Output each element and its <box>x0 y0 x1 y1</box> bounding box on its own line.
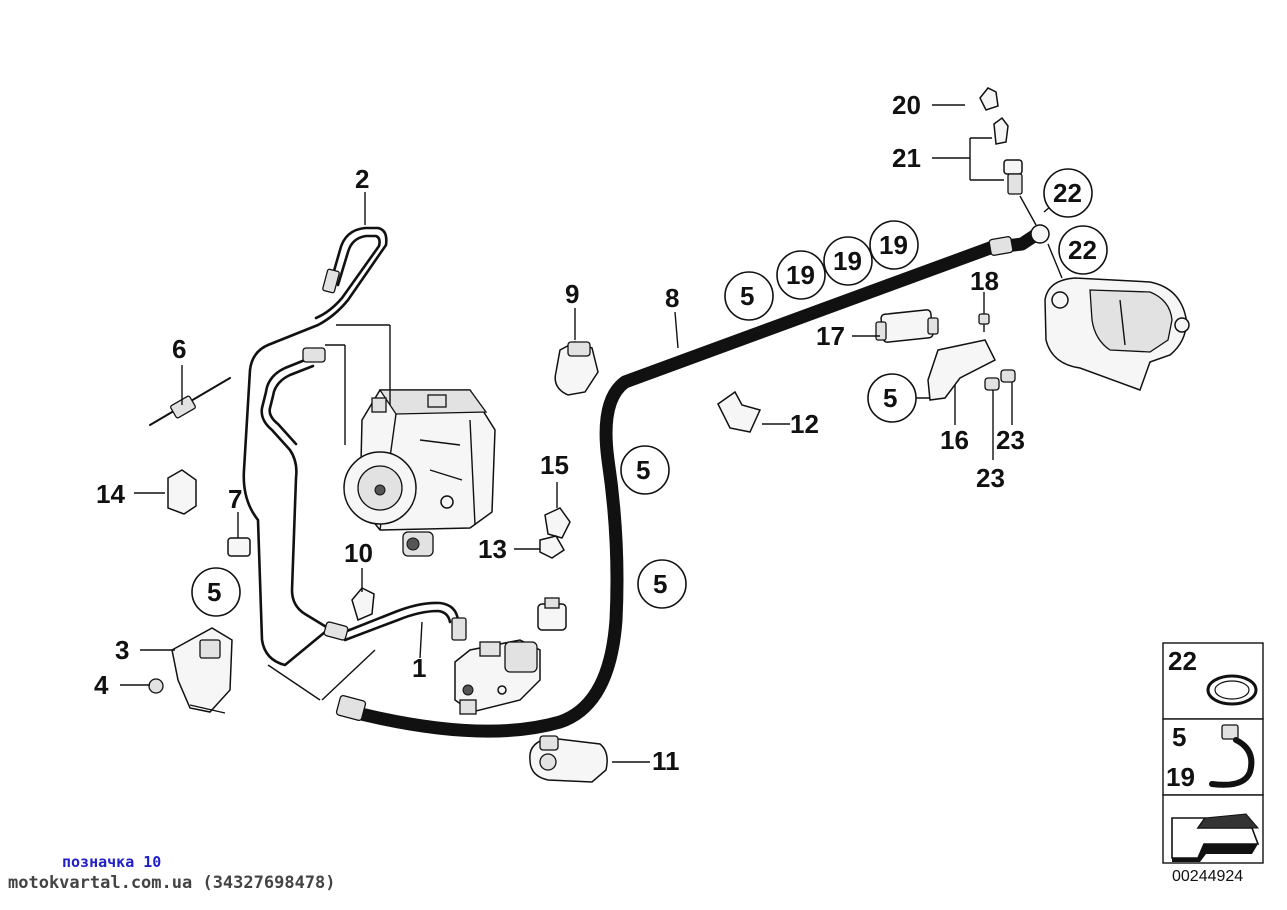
callout-12: 12 <box>790 409 819 439</box>
callout-numbers: 2 6 14 7 10 3 4 1 9 8 12 15 13 11 20 21 … <box>94 90 1025 776</box>
abs-unit <box>343 389 496 557</box>
callout-13: 13 <box>478 534 507 564</box>
watermark: позначка 10 motokvartal.com.ua (34327698… <box>8 853 336 893</box>
legend: 22 5 19 <box>1162 642 1264 864</box>
circled-5-top: 5 <box>740 281 754 311</box>
circled-19-c: 19 <box>879 230 908 260</box>
callout-11: 11 <box>652 746 680 776</box>
circled-19-b: 19 <box>833 246 862 276</box>
callout-14: 14 <box>96 479 125 509</box>
legend-label-19: 19 <box>1166 762 1195 792</box>
document-number: 00244924 <box>1172 868 1244 885</box>
callout-16: 16 <box>940 425 969 455</box>
callout-8: 8 <box>665 283 679 313</box>
sealing-ring-icon <box>1206 674 1258 706</box>
small-parts <box>148 87 1023 783</box>
circled-19-a: 19 <box>786 260 815 290</box>
watermark-site: motokvartal.com.ua (34327698478) <box>8 873 336 893</box>
legend-label-22: 22 <box>1168 646 1197 676</box>
cable-tie-icon <box>1209 724 1255 788</box>
arrow-icon <box>1171 813 1260 862</box>
circled-22-lower: 22 <box>1068 235 1097 265</box>
callout-10: 10 <box>344 538 373 568</box>
watermark-note: позначка 10 <box>62 853 162 871</box>
leader-lines <box>120 104 1063 763</box>
callout-23-top: 23 <box>996 425 1025 455</box>
circled-5-right: 5 <box>883 383 897 413</box>
circled-5-mid-lower: 5 <box>653 569 667 599</box>
callout-17: 17 <box>816 321 845 351</box>
callout-6: 6 <box>172 334 186 364</box>
callout-3: 3 <box>115 635 129 665</box>
callout-7: 7 <box>228 484 242 514</box>
master-cylinder <box>454 597 567 715</box>
brake-lines <box>242 224 1050 738</box>
callout-4: 4 <box>94 670 109 700</box>
callout-2: 2 <box>355 164 369 194</box>
callout-18: 18 <box>970 266 999 296</box>
legend-label-5: 5 <box>1172 722 1186 752</box>
callout-23-bottom: 23 <box>976 463 1005 493</box>
circled-5-mid-upper: 5 <box>636 455 650 485</box>
callout-9: 9 <box>565 279 579 309</box>
callout-1: 1 <box>412 653 426 683</box>
circled-5-left: 5 <box>207 577 221 607</box>
circled-22-upper: 22 <box>1053 178 1082 208</box>
rear-caliper <box>1044 277 1190 391</box>
circled-callouts: 5 5 5 5 5 19 19 19 22 22 <box>191 168 1108 617</box>
callout-15: 15 <box>540 450 569 480</box>
callout-20: 20 <box>892 90 921 120</box>
callout-21: 21 <box>892 143 921 173</box>
